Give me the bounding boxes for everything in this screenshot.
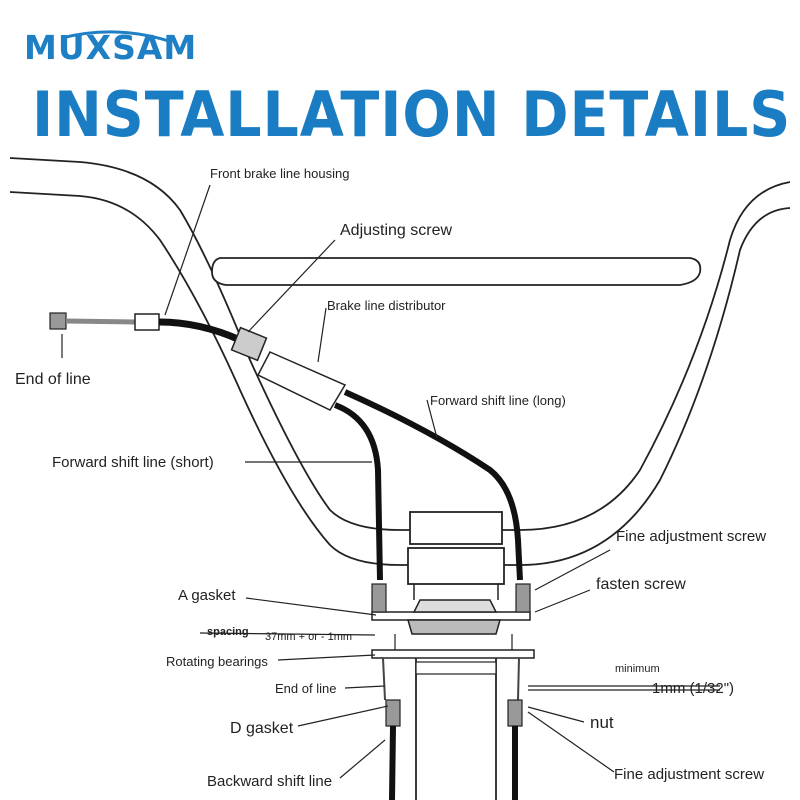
logo-swoosh	[61, 30, 173, 44]
handlebar-outer	[9, 157, 791, 531]
label-fasten-screw: fasten screw	[596, 576, 686, 593]
brand-name: MUXSAM	[24, 28, 198, 67]
label-fine-adjustment-screw-top: Fine adjustment screw	[616, 528, 767, 545]
lower-rotor-plate	[371, 649, 535, 659]
label-a-gasket: A gasket	[178, 587, 236, 604]
label-forward-shift-line-short: Forward shift line (short)	[52, 454, 214, 471]
label-backward-shift-line: Backward shift line	[207, 773, 333, 790]
label-forward-shift-line-long: Forward shift line (long)	[430, 393, 566, 408]
d-gasket-part-right	[507, 699, 523, 727]
label-nut: nut	[590, 713, 614, 732]
upper-rotor-plate	[371, 611, 531, 621]
stem-clamp-top	[409, 511, 503, 545]
brand-logo	[61, 30, 173, 44]
handlebar-inner	[9, 191, 791, 566]
stem-clamp-bottom	[407, 547, 505, 585]
label-spacing-value: 37mm + or - 1mm	[265, 631, 353, 643]
label-fine-adjustment-screw-bottom: Fine adjustment screw	[614, 766, 765, 783]
label-front-brake-line-housing: Front brake line housing	[210, 166, 350, 181]
cable-ferrule	[134, 313, 160, 331]
distributor-body	[256, 351, 347, 411]
label-adjusting-screw: Adjusting screw	[340, 222, 453, 239]
forward-shift-short	[333, 402, 383, 581]
backward-shift-line-left	[389, 725, 396, 800]
crossbar	[211, 257, 702, 286]
d-gasket-part-left	[385, 699, 401, 727]
label-end-of-line-top: End of line	[15, 371, 91, 388]
cable-end	[49, 312, 67, 330]
front-brake-housing	[158, 318, 242, 344]
label-end-of-line-bottom: End of line	[275, 681, 337, 696]
label-spacing: spacing	[207, 626, 249, 638]
forward-shift-long	[343, 389, 523, 581]
adjusting-screw-part	[230, 326, 268, 362]
label-d-gasket: D gasket	[230, 720, 294, 737]
label-brake-line-distributor: Brake line distributor	[327, 298, 446, 313]
bearing-body	[407, 619, 501, 635]
page-title: INSTALLATION DETAILS	[32, 78, 792, 151]
label-minimum-value: 1mm (1/32")	[652, 680, 735, 697]
label-rotating-bearings: Rotating bearings	[166, 654, 268, 669]
label-minimum: minimum	[615, 663, 660, 675]
upper-nut	[412, 599, 498, 613]
